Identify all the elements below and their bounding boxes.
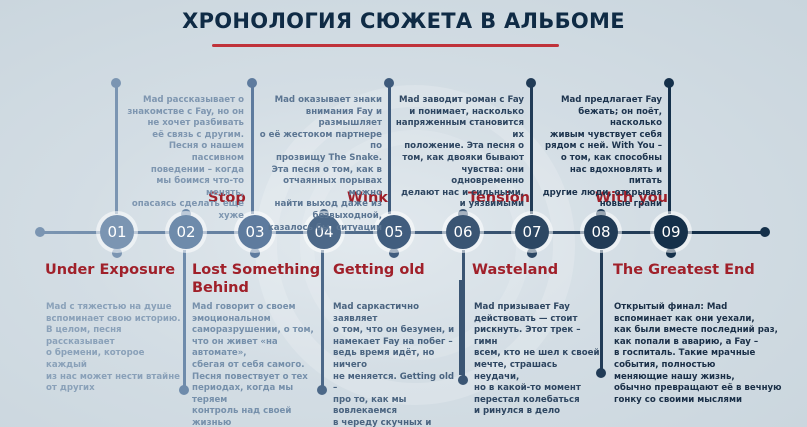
node-stub-dot	[458, 209, 468, 219]
page-title: ХРОНОЛОГИЯ СЮЖЕТА В АЛЬБОМЕ	[182, 9, 625, 33]
node-stub-dot	[596, 209, 606, 219]
description-wasteland: Mad призывает Fay действовать — стоит ри…	[474, 302, 600, 417]
node-stub-dot	[666, 248, 676, 258]
node-stub-dot	[250, 248, 260, 258]
connector-dot	[526, 78, 536, 88]
node-stub-dot	[527, 248, 537, 258]
song-title-greatest-end: The Greatest End	[613, 262, 755, 278]
node-stub-dot	[389, 248, 399, 258]
description-stop: Mad рассказывает о знакомстве с Fay, но …	[127, 95, 244, 221]
timeline-node-07[interactable]: 07	[515, 215, 549, 249]
song-title-getting-old: Getting old	[333, 262, 425, 278]
timeline-axis	[40, 231, 660, 234]
node-stub-dot	[181, 209, 191, 219]
song-title-lost-something: Lost Something	[192, 262, 321, 278]
connector-line-07	[530, 83, 533, 214]
connector-dot	[384, 78, 394, 88]
description-getting-old: Mad саркастично заявляет о том, что он б…	[333, 302, 455, 427]
timeline-node-09[interactable]: 09	[654, 215, 688, 249]
song-title-with-you: With you	[595, 190, 669, 206]
description-under-exposure: Mad с тяжестью на душе вспоминает свою и…	[46, 302, 181, 394]
connector-line-08-down	[600, 250, 603, 372]
connector-line-02-down	[183, 250, 186, 390]
node-stub-dot	[319, 209, 329, 219]
connector-line-04-right	[459, 280, 462, 375]
description-lost-something-behind: Mad говорит о своем эмоциональном самора…	[192, 302, 314, 427]
connector-dot	[179, 385, 189, 395]
connector-line-01	[115, 83, 118, 214]
connector-line-09	[668, 83, 671, 214]
timeline-node-06[interactable]: 06	[446, 215, 480, 249]
connector-line-06-down	[462, 250, 465, 380]
title-underline	[212, 44, 559, 47]
description-greatest-end: Открытый финал: Mad вспоминает как они у…	[614, 302, 782, 405]
timeline-node-02[interactable]: 02	[169, 215, 203, 249]
timeline-node-05[interactable]: 05	[377, 215, 411, 249]
connector-dot	[111, 78, 121, 88]
timeline-node-03[interactable]: 03	[238, 215, 272, 249]
timeline-node-04[interactable]: 04	[307, 215, 341, 249]
connector-dot	[317, 385, 327, 395]
timeline-end-dot	[760, 227, 770, 237]
connector-line-05	[388, 83, 391, 214]
song-title-stop: Stop	[208, 190, 246, 206]
timeline-node-08[interactable]: 08	[584, 215, 618, 249]
connector-dot	[664, 78, 674, 88]
connector-dot	[596, 368, 606, 378]
song-title-wasteland: Wasteland	[472, 262, 559, 278]
song-title-under-exposure: Under Exposure	[45, 262, 176, 278]
song-title-behind: Behind	[192, 280, 249, 296]
timeline-node-01[interactable]: 01	[100, 215, 134, 249]
connector-dot	[247, 78, 257, 88]
description-tension: Mad заводит роман с Fay и понимает, наск…	[395, 95, 524, 210]
song-title-tension: Tension	[468, 190, 531, 206]
connector-line-03	[251, 83, 254, 214]
timeline-axis-end	[660, 231, 765, 234]
connector-dot	[458, 375, 468, 385]
node-stub-dot	[112, 248, 122, 258]
connector-line-04-down	[321, 250, 324, 390]
description-wink: Mad оказывает знаки внимания Fay и размы…	[259, 95, 382, 233]
song-title-wink: Wink	[347, 190, 388, 206]
description-with-you: Mad предлагает Fay бежать; он поёт, наск…	[542, 95, 662, 210]
